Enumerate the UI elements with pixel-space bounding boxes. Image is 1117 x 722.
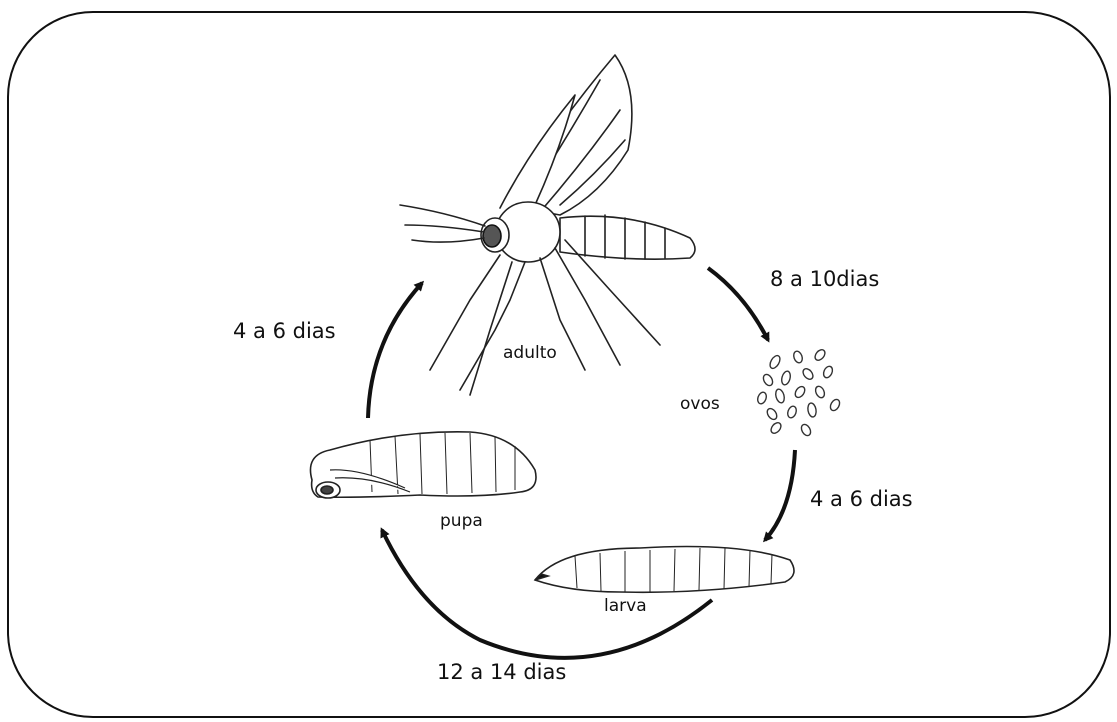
- stage-label-pupa: pupa: [440, 513, 483, 530]
- pupa-illustration: [310, 432, 536, 498]
- duration-label-eggs-to-larva: 4 a 6 dias: [810, 489, 913, 510]
- arrow-adult-to-eggs: [708, 268, 768, 340]
- larva-illustration: [535, 547, 794, 593]
- arrow-pupa-to-adult: [368, 283, 422, 418]
- stage-label-ovos: ovos: [680, 396, 720, 413]
- stage-label-larva: larva: [604, 598, 647, 615]
- duration-label-larva-to-pupa: 12 a 14 dias: [437, 662, 566, 683]
- duration-label-pupa-to-adult: 4 a 6 dias: [233, 321, 336, 342]
- stage-label-adulto: adulto: [503, 345, 557, 362]
- arrow-eggs-to-larva: [765, 450, 795, 540]
- eggs-illustration: [756, 348, 841, 437]
- duration-label-adult-to-eggs: 8 a 10dias: [770, 269, 879, 290]
